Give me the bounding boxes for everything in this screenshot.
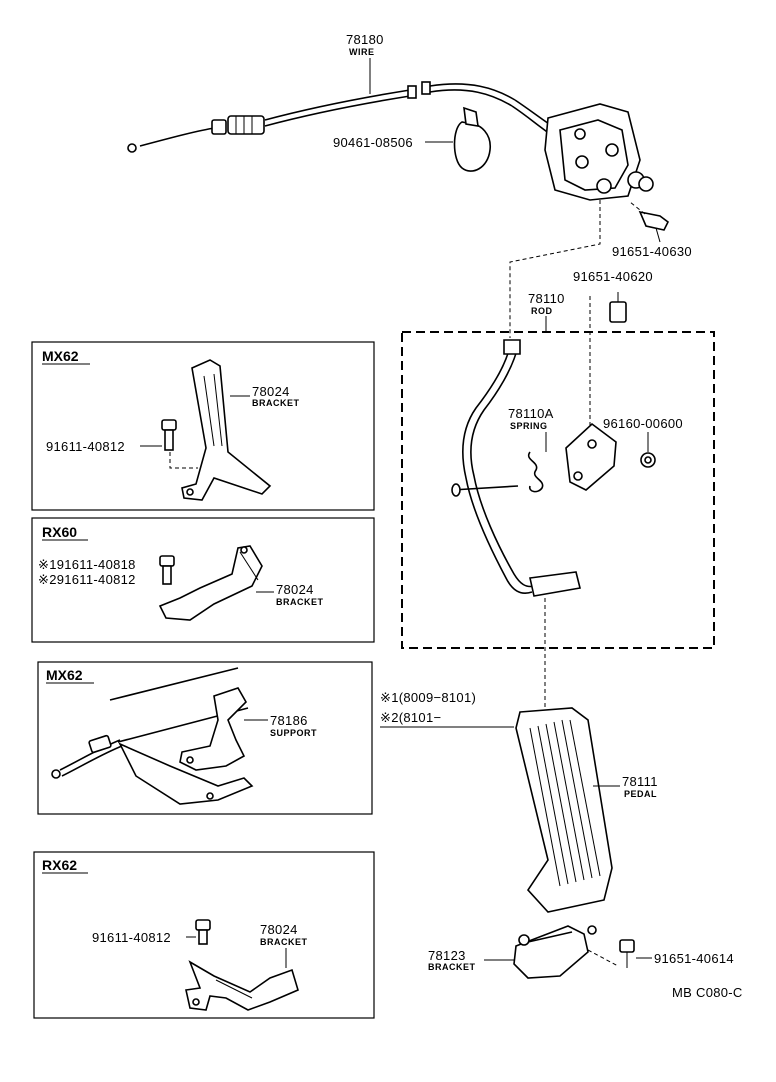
panel-4-model: RX62 [42, 857, 77, 873]
wire-label: WIRE [349, 47, 375, 57]
rod-label: ROD [531, 306, 553, 316]
panel-4-bracket [185, 948, 299, 1011]
bolt-mid-number: 91651-40620 [573, 269, 653, 284]
spring [527, 432, 547, 493]
panel-4-part-label: BRACKET [260, 937, 308, 947]
note-2: ※2(8101− [380, 710, 441, 725]
wire-assembly [127, 58, 654, 201]
panel-mx62-bracket [31, 341, 375, 511]
panel-1-part-number: 78024 [252, 384, 290, 399]
panel-4-bolt-number: 91611-40812 [92, 930, 171, 945]
clamp-number: 90461-08506 [333, 135, 413, 150]
panel-1-bolt [161, 419, 198, 469]
rod-number: 78110 [528, 291, 565, 306]
panel-3-part-label: SUPPORT [270, 728, 317, 738]
spring-number: 78110A [508, 406, 554, 421]
panel-2-bolt-1: ※191611-40818 [38, 557, 136, 572]
bolt-bottom [587, 939, 652, 968]
panel-2-part-label: BRACKET [276, 597, 324, 607]
panel-4-part-number: 78024 [260, 922, 298, 937]
panel-2-part-number: 78024 [276, 582, 314, 597]
panel-3-part-number: 78186 [270, 713, 308, 728]
spring-label: SPRING [510, 421, 548, 431]
rod-bracket [565, 422, 617, 491]
panel-mx62-support [37, 661, 373, 815]
bolt-top [629, 201, 670, 243]
accelerator-pedal [515, 707, 620, 913]
bolt-bottom-number: 91651-40614 [654, 951, 734, 966]
panel-1-bolt-number: 91611-40812 [46, 439, 125, 454]
footer-code: MB C080-C [672, 985, 743, 1000]
panel-1-model: MX62 [42, 348, 79, 364]
panel-2-bracket [158, 545, 274, 621]
panel-1-part-label: BRACKET [252, 398, 300, 408]
pedal-number: 78111 [622, 774, 658, 789]
panel-2-model: RX60 [42, 524, 77, 540]
panel-2-bolt [159, 555, 175, 585]
panel-4-bolt [186, 919, 211, 945]
pedal-bracket [484, 925, 597, 979]
rod-assembly-box [401, 331, 715, 649]
clamp [425, 106, 491, 172]
panel-rx62-bracket [33, 851, 375, 1019]
wire-number: 78180 [346, 32, 384, 47]
panel-3-model: MX62 [46, 667, 83, 683]
panel-3-support [51, 667, 268, 805]
pedal-bracket-number: 78123 [428, 948, 466, 963]
bolt-top-number: 91651-40630 [612, 244, 692, 259]
panel-rx60-bracket [31, 517, 375, 643]
pedal-label: PEDAL [624, 789, 657, 799]
accelerator-rod [451, 339, 581, 597]
note-1: ※1(8009−8101) [380, 690, 476, 705]
nut [640, 432, 656, 468]
pedal-bracket-label: BRACKET [428, 962, 476, 972]
panel-1-bracket [181, 359, 272, 501]
bolt-mid [609, 292, 627, 323]
nut-number: 96160-00600 [603, 416, 683, 431]
panel-2-bolt-2: ※291611-40812 [38, 572, 136, 587]
